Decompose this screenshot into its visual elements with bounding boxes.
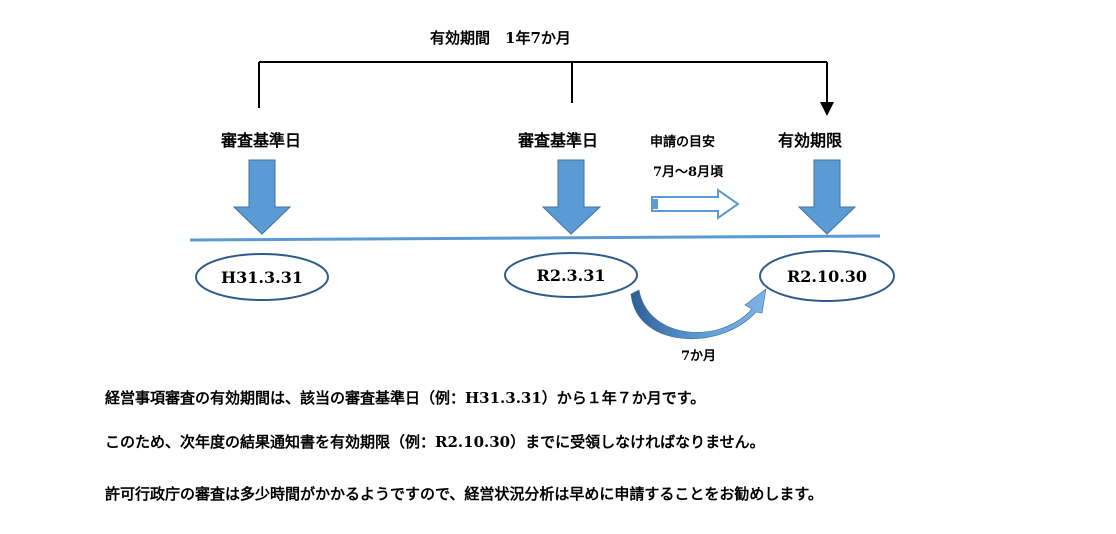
date-label-1: H31.3.31 <box>221 268 303 287</box>
application-right-arrow-icon <box>651 188 740 220</box>
date-label-2: R2.3.31 <box>536 266 606 285</box>
date-ellipse-1 <box>195 253 329 301</box>
date-label-3: R2.10.30 <box>786 267 868 286</box>
date-ellipse-3 <box>759 250 895 302</box>
curved-arrow-icon <box>630 288 767 340</box>
down-arrow-icon-3 <box>797 159 857 235</box>
marker-label-2: 審査基準日 <box>518 131 599 150</box>
bracket-arrow-head-icon <box>820 102 834 116</box>
marker-label-3: 有効期限 <box>778 131 843 150</box>
validity-bracket <box>258 61 828 108</box>
down-arrow-icon-1 <box>232 159 292 235</box>
gap-label: 7か月 <box>681 349 717 364</box>
application-timing: 7月～8月頃 <box>653 165 724 180</box>
explanation-paragraph-3: 許可行政庁の審査は多少時間がかかるようですので、経営状況分析は早めに申請すること… <box>105 485 823 503</box>
validity-period-title: 有効期間 1年7か月 <box>430 29 571 47</box>
down-arrow-icon-2 <box>541 159 602 235</box>
explanation-paragraph-2: このため、次年度の結果通知書を有効期限（例：R2.10.30）までに受領しなけれ… <box>105 433 765 451</box>
application-title: 申請の目安 <box>650 135 716 150</box>
marker-label-1: 審査基準日 <box>221 131 302 150</box>
date-ellipse-2 <box>504 252 638 298</box>
explanation-paragraph-1: 経営事項審査の有効期間は、該当の審査基準日（例：H31.3.31）から１年７か月… <box>105 389 706 407</box>
timeline-line <box>189 234 881 242</box>
